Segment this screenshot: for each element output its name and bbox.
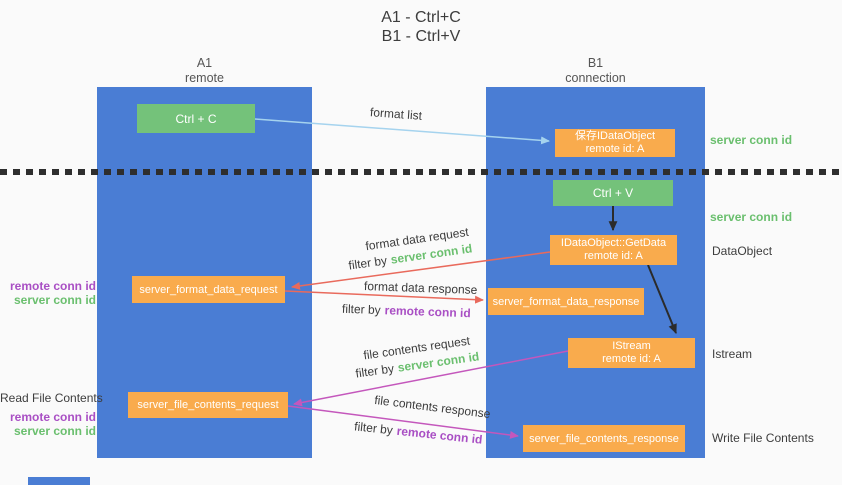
filter-prefix: filter by [347,253,388,273]
left-conn-id-group-1: remote conn id server conn id [0,279,96,307]
node-istream-line1: IStream [612,339,651,352]
label-write-file-contents: Write File Contents [712,431,814,445]
filter-prefix: filter by [353,419,394,438]
label-remote-conn-id-2: remote conn id [9,410,96,424]
node-save-idataobject-line2: remote id: A [585,143,645,155]
filter-prefix: filter by [354,361,395,381]
edge-label-file-contents-response: file contents response [373,392,492,422]
node-server-file-contents-request: server_file_contents_request [128,392,288,418]
filter-key-remote-conn-id: remote conn id [396,423,484,447]
node-getdata-line2: remote id: A [584,250,643,262]
node-server-file-contents-response: server_file_contents_response [523,425,685,452]
node-idataobject-getdata: IDataObject::GetData remote id: A [550,235,677,265]
node-istream-line2: remote id: A [602,353,661,365]
label-server-conn-id-top: server conn id [710,133,793,147]
node-save-idataobject: 保存IDataObject remote id: A [555,129,675,157]
lane-header-b1: B1 connection [486,56,705,86]
edge-label-format-list: format list [369,105,423,123]
node-save-idataobject-line1: 保存IDataObject [574,129,656,142]
label-server-conn-id-mid: server conn id [710,210,793,224]
node-ctrl-v: Ctrl + V [553,180,673,206]
lane-a1-subtitle: remote [185,71,224,85]
diagram-title: A1 - Ctrl+C B1 - Ctrl+V [0,8,842,46]
lane-header-a1: A1 remote [97,56,312,86]
node-file-response-label: server_file_contents_response [529,432,679,445]
edge-label-format-data-response: format data response [363,279,478,297]
title-line-2: B1 - Ctrl+V [381,28,461,45]
label-dataobject: DataObject [712,244,773,258]
node-format-request-label: server_format_data_request [139,283,278,296]
node-ctrl-c: Ctrl + C [137,104,255,133]
lane-b1-subtitle: connection [565,71,626,85]
title-line-1: A1 - Ctrl+C [381,9,461,26]
node-server-format-data-response: server_format_data_response [488,288,644,315]
label-server-conn-id-1: server conn id [13,293,96,307]
node-file-request-label: server_file_contents_request [137,399,279,411]
label-remote-conn-id-1: remote conn id [9,279,96,293]
node-server-format-data-request: server_format_data_request [132,276,285,303]
phase-divider-dotted-line [0,169,842,175]
node-format-response-label: server_format_data_response [492,295,640,308]
lane-b1-name: B1 [587,56,604,70]
left-conn-id-group-2: Read File Contents remote conn id server… [0,391,103,438]
window-fragment [28,477,90,485]
filter-prefix: filter by [341,301,381,318]
label-istream: Istream [712,347,753,361]
node-ctrl-c-label: Ctrl + C [175,111,217,126]
filter-key-remote-conn-id: remote conn id [384,303,471,321]
node-getdata-line1: IDataObject::GetData [560,236,667,249]
node-ctrl-v-label: Ctrl + V [592,186,634,200]
label-read-file-contents: Read File Contents [0,391,103,405]
lane-a1-name: A1 [196,56,213,70]
label-server-conn-id-2: server conn id [13,424,96,438]
node-istream: IStream remote id: A [568,338,695,368]
